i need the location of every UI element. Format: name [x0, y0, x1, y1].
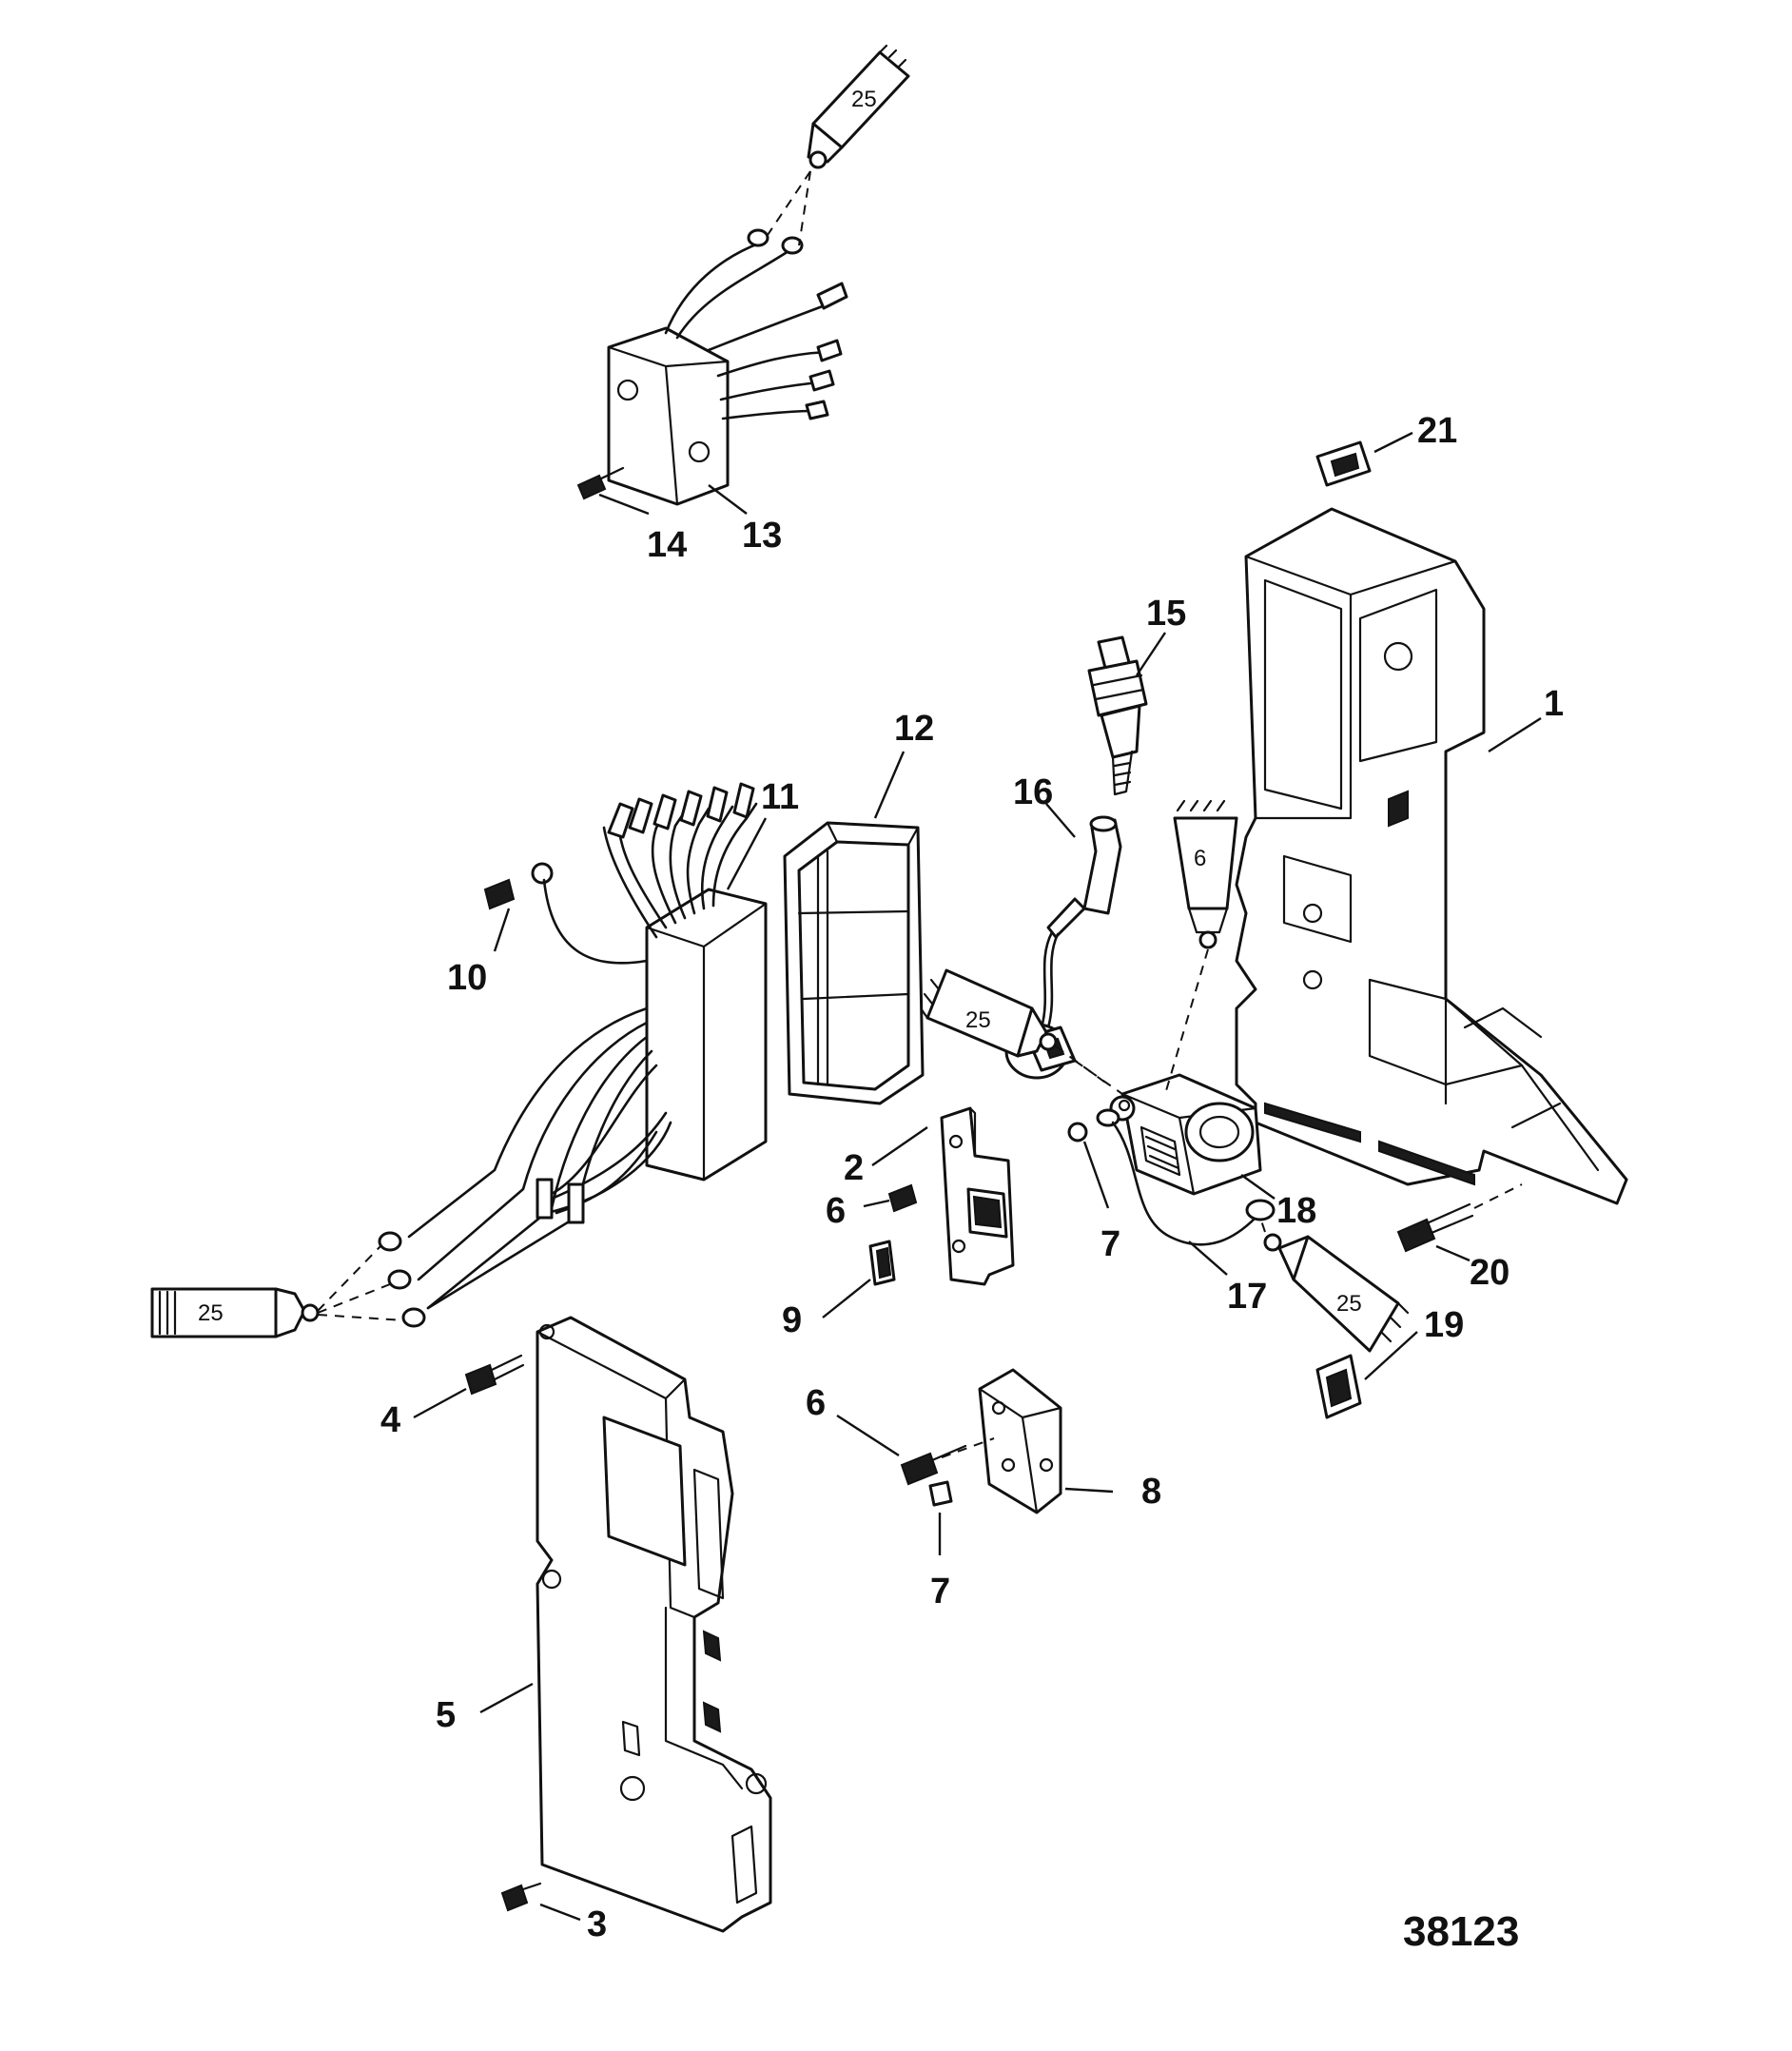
- clip-part-19: [1315, 1354, 1362, 1419]
- screw-part-10: [483, 878, 516, 910]
- callout-12: 12: [894, 709, 934, 749]
- dash-tube-left: [317, 1245, 405, 1321]
- leader-7a: [1082, 1141, 1110, 1209]
- leader-13: [708, 484, 748, 515]
- callout-8: 8: [1141, 1472, 1161, 1512]
- leader-16: [1045, 803, 1076, 838]
- tube-label-six: 6: [1194, 846, 1206, 871]
- leader-6b: [836, 1414, 900, 1457]
- switch-box-part-11: [378, 782, 768, 1328]
- leader-18: [1240, 1174, 1276, 1200]
- grease-tube-top: 25: [807, 44, 910, 169]
- leader-2: [871, 1126, 928, 1166]
- leader-17: [1188, 1240, 1228, 1276]
- leader-8: [1064, 1487, 1114, 1494]
- callout-7-upper: 7: [1101, 1224, 1120, 1264]
- regulator-part-13: [607, 228, 848, 506]
- callout-18: 18: [1276, 1191, 1316, 1231]
- cover-plate-part-5: [536, 1316, 772, 1933]
- leader-4: [413, 1387, 467, 1419]
- callout-19: 19: [1424, 1305, 1464, 1345]
- dash-tube-lower-right: [1259, 1217, 1266, 1233]
- dash-tube-middle: [1055, 1045, 1109, 1085]
- dash-tube-top: [765, 170, 811, 246]
- tube-label-left: 25: [198, 1300, 224, 1326]
- leader-14: [598, 493, 650, 516]
- dash-6b: [941, 1437, 995, 1458]
- callout-2: 2: [844, 1148, 864, 1188]
- callout-20: 20: [1470, 1253, 1510, 1293]
- spark-plug-part-15: [1087, 635, 1148, 796]
- ignition-coil-part-18: [1109, 1073, 1262, 1196]
- screw-part-20: [1396, 1202, 1474, 1253]
- callout-10: 10: [447, 958, 487, 998]
- tube-label-middle: 25: [965, 1007, 991, 1033]
- callout-16: 16: [1013, 772, 1053, 812]
- callout-21: 21: [1417, 411, 1457, 451]
- callout-15: 15: [1146, 594, 1186, 634]
- leader-5: [479, 1682, 534, 1714]
- tube-label-lower-right: 25: [1336, 1291, 1362, 1317]
- grease-tube-left: 25: [150, 1287, 320, 1338]
- grease-tube-middle: 25: [919, 968, 1058, 1058]
- leader-6a: [863, 1199, 890, 1208]
- dash-tube-6: [1164, 948, 1209, 1095]
- clip-part-9: [868, 1240, 896, 1286]
- callout-11: 11: [761, 777, 799, 817]
- callout-6-lower: 6: [806, 1383, 826, 1423]
- screw-part-14: [576, 466, 625, 500]
- callout-4: 4: [380, 1400, 400, 1440]
- bracket-part-1: [1235, 507, 1628, 1205]
- nut-part-7-upper: [1067, 1122, 1088, 1143]
- callout-1: 1: [1544, 684, 1564, 724]
- callout-13: 13: [742, 516, 782, 556]
- housing-part-12: [783, 821, 925, 1105]
- dash-20: [1473, 1183, 1523, 1209]
- leader-20: [1435, 1244, 1471, 1262]
- callout-6-upper: 6: [826, 1191, 846, 1231]
- screw-part-6-lower: [900, 1444, 967, 1486]
- leader-15: [1136, 632, 1166, 676]
- callout-9: 9: [782, 1300, 802, 1340]
- ground-wire-part-17: [1096, 1108, 1276, 1246]
- leader-11: [726, 817, 768, 890]
- leader-21: [1373, 431, 1413, 454]
- screw-part-4: [464, 1354, 525, 1396]
- sealant-tube-6: 6: [1173, 799, 1238, 949]
- nut-part-7-lower: [928, 1480, 953, 1507]
- tube-label-top: 25: [851, 87, 877, 112]
- screw-part-6-upper: [887, 1183, 918, 1213]
- leader-10: [493, 908, 511, 952]
- leader-19: [1364, 1331, 1418, 1380]
- leader-1: [1488, 716, 1542, 753]
- leader-9: [822, 1279, 871, 1318]
- grease-tube-lower-right: 25: [1263, 1233, 1410, 1353]
- figure-number: 38123: [1403, 1908, 1519, 1955]
- callout-7-lower: 7: [930, 1572, 950, 1612]
- callout-3: 3: [587, 1904, 607, 1944]
- callout-14: 14: [647, 525, 687, 565]
- leader-3: [539, 1903, 581, 1922]
- callout-5: 5: [436, 1695, 456, 1735]
- clip-part-21: [1315, 440, 1372, 487]
- leader-12: [873, 751, 906, 819]
- module-part-8: [978, 1368, 1062, 1514]
- screw-part-3: [500, 1882, 542, 1912]
- bracket-plate-part-2: [940, 1106, 1015, 1286]
- callout-17: 17: [1227, 1277, 1267, 1317]
